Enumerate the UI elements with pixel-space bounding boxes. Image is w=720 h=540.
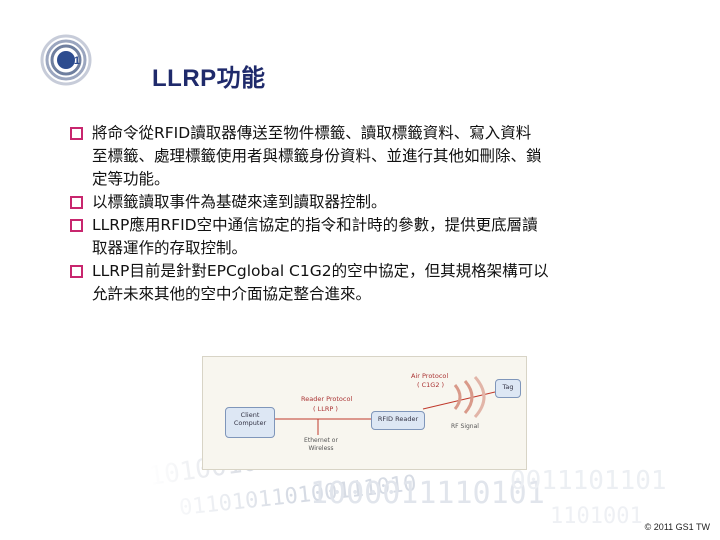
c1g2-label: ( C1G2 ) <box>417 381 445 389</box>
bullet-item: LLRP目前是針對EPCglobal C1G2的空中協定，但其規格架構可以 允許… <box>70 260 690 306</box>
gs1-logo-graphic: GS1 <box>40 34 92 86</box>
square-bullet-icon <box>70 219 83 232</box>
square-bullet-icon <box>70 127 83 140</box>
bullet-line: LLRP目前是針對EPCglobal C1G2的空中協定，但其規格架構可以 <box>92 262 549 280</box>
bullet-line: 至標籤、處理標籤使用者與標籤身份資料、並進行其他如刪除、鎖 <box>92 147 542 165</box>
rf-signal-label: RF Signal <box>451 423 479 430</box>
bullet-line: 取器運作的存取控制。 <box>92 239 248 257</box>
air-protocol-label: Air Protocol <box>411 372 449 380</box>
client-computer-box: Client Computer <box>225 407 275 438</box>
bullet-line: 允許未來其他的空中介面協定整合進來。 <box>92 285 372 303</box>
reader-protocol-label: Reader Protocol <box>301 395 353 403</box>
logo-text: GS1 <box>58 55 80 67</box>
ethernet-label: Ethernet or <box>304 437 338 444</box>
bullet-item: 將命令從RFID讀取器傳送至物件標籤、讀取標籤資料、寫入資料 至標籤、處理標籤使… <box>70 122 690 191</box>
tag-box: Tag <box>495 379 521 398</box>
bullet-line: 將命令從RFID讀取器傳送至物件標籤、讀取標籤資料、寫入資料 <box>92 124 532 142</box>
copyright: © 2011 GS1 TW <box>644 522 710 532</box>
computer-label: Computer <box>233 419 267 427</box>
diagram-connectors <box>273 375 496 435</box>
bullet-item: LLRP應用RFID空中通信協定的指令和計時的參數，提供更底層讀 取器運作的存取… <box>70 214 690 260</box>
square-bullet-icon <box>70 196 83 209</box>
llrp-label: ( LLRP ) <box>313 405 338 413</box>
client-label: Client <box>240 411 260 419</box>
bullet-item: 以標籤讀取事件為基礎來達到讀取器控制。 <box>70 191 690 214</box>
bullet-line: 定等功能。 <box>92 170 170 188</box>
bullet-line: 以標籤讀取事件為基礎來達到讀取器控制。 <box>92 193 387 211</box>
rfid-reader-box: RFID Reader <box>371 411 425 430</box>
bullet-list: 將命令從RFID讀取器傳送至物件標籤、讀取標籤資料、寫入資料 至標籤、處理標籤使… <box>70 122 690 306</box>
bullet-line: LLRP應用RFID空中通信協定的指令和計時的參數，提供更底層讀 <box>92 216 538 234</box>
square-bullet-icon <box>70 265 83 278</box>
wireless-label: Wireless <box>308 445 334 452</box>
page-title: LLRP功能 <box>152 65 266 92</box>
gs1-logo: GS1 <box>40 34 122 86</box>
llrp-diagram: Air Protocol ( C1G2 ) Tag Reader Protoco… <box>202 356 527 470</box>
